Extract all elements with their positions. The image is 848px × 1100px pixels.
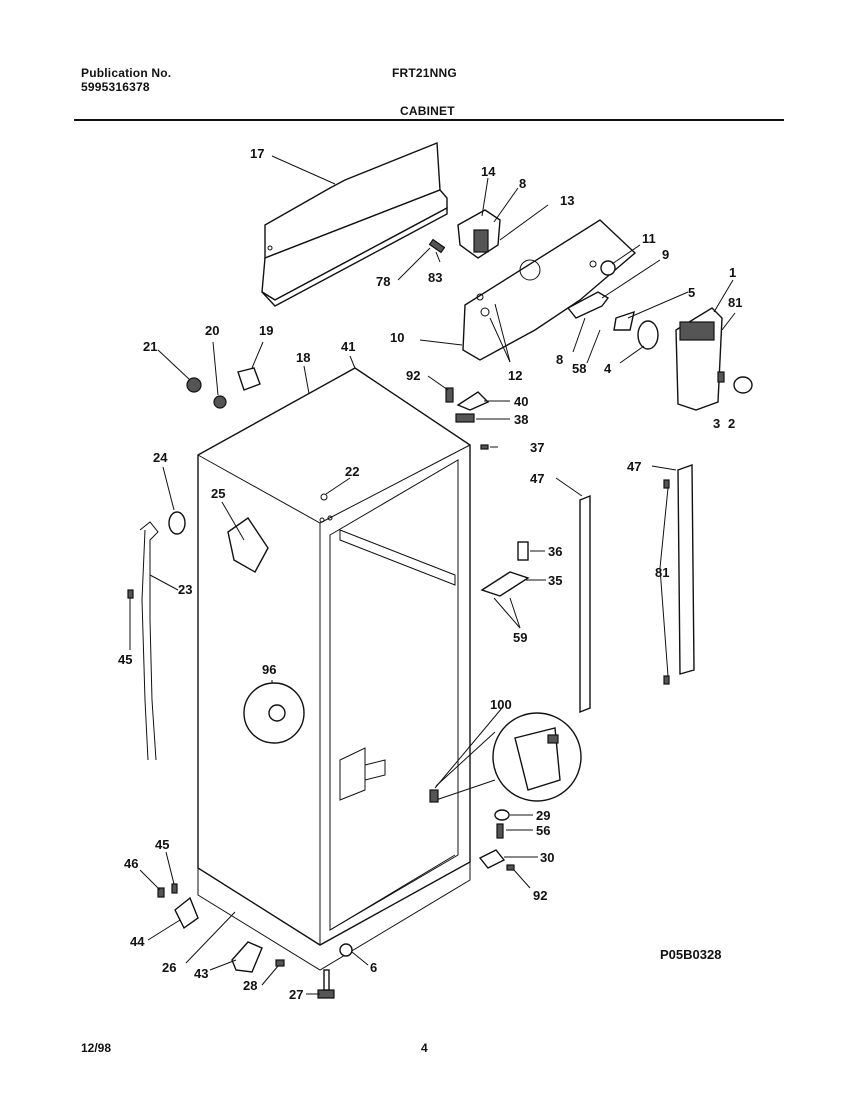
callout-59: 59 xyxy=(513,630,527,645)
header-rule xyxy=(74,119,784,121)
callout-26: 26 xyxy=(162,960,176,975)
callout-45b: 45 xyxy=(155,837,169,852)
callout-21: 21 xyxy=(143,339,157,354)
callout-92b: 92 xyxy=(533,888,547,903)
callout-30: 30 xyxy=(540,850,554,865)
callout-4: 4 xyxy=(604,361,612,376)
callout-47a: 47 xyxy=(530,471,544,486)
callout-45a: 45 xyxy=(118,652,132,667)
callout-81a: 81 xyxy=(728,295,742,310)
callout-19: 19 xyxy=(259,323,273,338)
publication-number: 5995316378 xyxy=(81,80,150,94)
callout-81b: 81 xyxy=(655,565,669,580)
model-number: FRT21NNG xyxy=(392,66,457,80)
callout-5: 5 xyxy=(688,285,695,300)
callout-14: 14 xyxy=(481,164,496,179)
section-title: CABINET xyxy=(400,104,455,118)
callout-18: 18 xyxy=(296,350,310,365)
callout-43: 43 xyxy=(194,966,208,981)
callout-46: 46 xyxy=(124,856,138,871)
callout-100: 100 xyxy=(490,697,512,712)
callout-36: 36 xyxy=(548,544,562,559)
callout-13: 13 xyxy=(560,193,574,208)
publication-label: Publication No. xyxy=(81,66,172,80)
callout-6: 6 xyxy=(370,960,377,975)
part-17-cover xyxy=(261,141,448,307)
callout-27: 27 xyxy=(289,987,303,1002)
callout-8: 8 xyxy=(519,176,526,191)
callout-12: 12 xyxy=(508,368,522,383)
part-1-control-housing xyxy=(675,307,723,411)
callout-56: 56 xyxy=(536,823,550,838)
page-number: 4 xyxy=(421,1041,428,1055)
callout-40: 40 xyxy=(514,394,528,409)
callout-23: 23 xyxy=(178,582,192,597)
callout-78: 78 xyxy=(376,274,390,289)
callout-92a: 92 xyxy=(406,368,420,383)
callout-2: 2 xyxy=(728,416,735,431)
part-13-bracket xyxy=(457,209,501,259)
part-10-panel xyxy=(462,219,637,361)
callout-22: 22 xyxy=(345,464,359,479)
callout-8b: 8 xyxy=(556,352,563,367)
callout-11: 11 xyxy=(642,231,656,246)
callout-44: 44 xyxy=(130,934,145,949)
callout-58: 58 xyxy=(572,361,586,376)
footer-date: 12/98 xyxy=(81,1041,112,1055)
callout-20: 20 xyxy=(205,323,219,338)
callout-29: 29 xyxy=(536,808,550,823)
callout-25: 25 xyxy=(211,486,225,501)
callout-labels: 17 14 8 13 11 9 1 5 81 78 83 10 12 8 58 … xyxy=(118,146,742,1002)
callout-83: 83 xyxy=(428,270,442,285)
callout-10: 10 xyxy=(390,330,404,345)
callout-41: 41 xyxy=(341,339,355,354)
callout-3: 3 xyxy=(713,416,720,431)
callout-9: 9 xyxy=(662,247,669,262)
callout-47b: 47 xyxy=(627,459,641,474)
callout-35: 35 xyxy=(548,573,562,588)
callout-37: 37 xyxy=(530,440,544,455)
callout-17: 17 xyxy=(250,146,264,161)
callout-28: 28 xyxy=(243,978,257,993)
cabinet-body xyxy=(197,367,471,971)
callout-24: 24 xyxy=(153,450,168,465)
callout-96: 96 xyxy=(262,662,276,677)
callout-38: 38 xyxy=(514,412,528,427)
callout-1: 1 xyxy=(729,265,736,280)
diagram-code: P05B0328 xyxy=(660,947,721,962)
